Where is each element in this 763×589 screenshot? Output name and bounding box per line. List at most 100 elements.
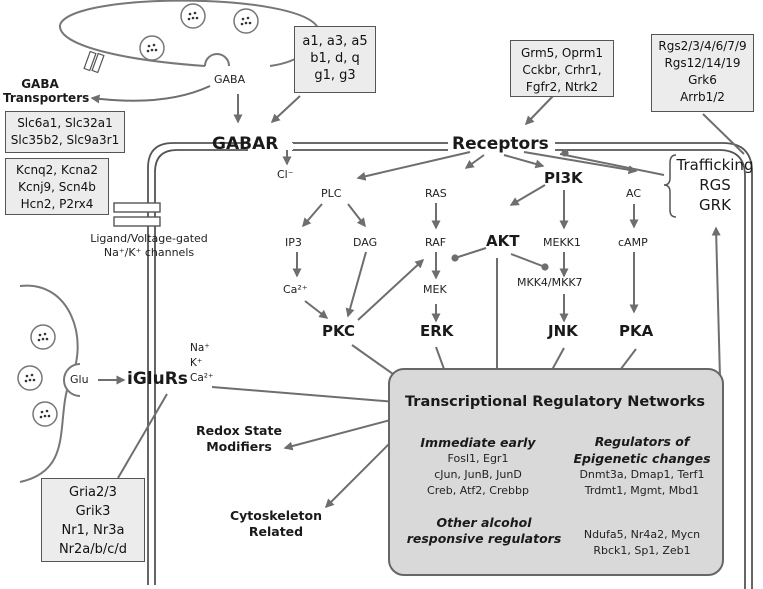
node-redox: Redox State Modifiers: [194, 423, 284, 455]
vesicle: [17, 365, 43, 391]
gene-line: Dnmt3a, Dmap1, Terf1: [579, 468, 705, 481]
box-line: a1, a3, a5: [302, 34, 368, 49]
transporter-channel: [83, 50, 97, 72]
group-title: Immediate early: [420, 435, 536, 450]
gene-line: Ndufa5, Nr4a2, Mycn: [583, 528, 701, 541]
arrow-ions-trn: [211, 386, 398, 406]
box-line: Grik3: [75, 504, 111, 519]
cell-membrane-inner: [154, 149, 746, 589]
box-line: Nr1, Nr3a: [61, 523, 125, 538]
box-line: Rgs2/3/4/6/7/9: [658, 39, 747, 53]
vesicle: [233, 8, 259, 34]
node-ac: AC: [626, 187, 642, 200]
node-plc: PLC: [321, 187, 342, 200]
arrow-pkc-raf: [357, 258, 425, 321]
node-gaba: GABA: [214, 73, 246, 86]
receptor-gene-box: Grm5, Oprm1 Cckbr, Crhr1, Fgfr2, Ntrk2: [510, 40, 614, 97]
group-other-regulators: Other alcohol responsive regulators: [400, 515, 568, 547]
node-glu: Glu: [70, 373, 89, 386]
box-line: Hcn2, P2rx4: [20, 197, 94, 211]
arrow-gaba-transporters: [90, 85, 211, 104]
node-receptors: Receptors: [452, 134, 549, 154]
box-line: Rgs12/14/19: [664, 56, 741, 70]
node-jnk: JNK: [548, 322, 578, 340]
gene-line: Trdmt1, Mgmt, Mbd1: [584, 484, 700, 497]
node-mek: MEK: [423, 283, 447, 296]
channel-gene-box: Kcnq2, Kcna2 Kcnj9, Scn4b Hcn2, P2rx4: [5, 158, 109, 215]
label-line: Na⁺/K⁺ channels: [103, 246, 195, 259]
label-line: Modifiers: [206, 439, 272, 454]
label-line: Na⁺: [190, 342, 210, 354]
node-iglurs: iGluRs: [127, 369, 188, 389]
inhibit-trafficking-receptors: [559, 153, 665, 176]
gene-line: cJun, JunB, JunD: [434, 468, 522, 481]
box-line: Slc35b2, Slc9a3r1: [10, 133, 120, 147]
inhibit-akt-mkk: [510, 253, 546, 268]
node-pi3k: PI3K: [544, 169, 583, 187]
glu-release-vesicle: [63, 363, 81, 397]
arrow-ca-pkc: [304, 300, 329, 319]
label-line: GABA: [21, 77, 59, 91]
box-line: Kcnj9, Scn4b: [18, 180, 96, 194]
label-line: Transporters: [3, 91, 90, 105]
node-raf: RAF: [425, 236, 447, 249]
gene-line: Rbck1, Sp1, Zeb1: [593, 544, 691, 557]
group-title: responsive regulators: [406, 531, 562, 546]
node-gaba-transporters: GABA Transporters: [3, 77, 90, 105]
arrow-receptors-pi3k: [503, 154, 545, 169]
release-vesicle: [204, 53, 230, 67]
inhibit-end: [451, 254, 459, 262]
node-gabar: GABAR: [212, 134, 279, 154]
node-pkc: PKC: [322, 322, 355, 340]
arrow-trn-trafficking: [711, 226, 721, 379]
label-line: Related: [248, 524, 304, 539]
box-line: Nr2a/b/c/d: [58, 542, 128, 557]
node-akt: AKT: [486, 232, 520, 250]
group-title: Other alcohol: [436, 515, 532, 530]
label-line: Redox State: [196, 423, 282, 438]
gene-line: Creb, Atf2, Crebbp: [427, 484, 529, 497]
label-line: Ligand/Voltage-gated: [90, 232, 208, 245]
transporter-gene-box: Slc6a1, Slc32a1 Slc35b2, Slc9a3r1: [5, 111, 125, 153]
node-mekk1: MEKK1: [543, 236, 581, 249]
arrow-dag-pkc: [345, 251, 367, 318]
arrow-plc-ip3: [302, 203, 323, 228]
box-line: Slc6a1, Slc32a1: [17, 116, 113, 130]
node-erk: ERK: [420, 322, 454, 340]
vesicle: [32, 401, 58, 427]
glutamate-receptor-gene-box: Gria2/3 Grik3 Nr1, Nr3a Nr2a/b/c/d: [41, 478, 145, 562]
rgs-gene-box: Rgs2/3/4/6/7/9 Rgs12/14/19 Grk6 Arrb1/2: [651, 34, 754, 112]
box-line: Fgfr2, Ntrk2: [525, 80, 599, 94]
box-line: b1, d, q: [310, 51, 360, 66]
arrow-genes-receptors: [524, 95, 554, 126]
line-iglurs-genes: [117, 393, 168, 479]
box-line: Cckbr, Crhr1,: [522, 63, 602, 77]
node-ras: RAS: [425, 187, 447, 200]
group-other-genes: Ndufa5, Nr4a2, Mycn Rbck1, Sp1, Zeb1: [563, 527, 721, 559]
inhibit-end: [561, 149, 569, 157]
inhibit-end: [541, 263, 549, 271]
arrow-pi3k-akt: [509, 184, 546, 206]
group-title: Regulators of: [594, 434, 690, 449]
box-line: Kcnq2, Kcna2: [15, 163, 98, 177]
group-epigenetic: Regulators of Epigenetic changes Dnmt3a,…: [563, 434, 721, 499]
node-mkk47: MKK4/MKK7: [517, 276, 583, 289]
inhibit-akt-raf: [454, 247, 487, 259]
vesicle: [180, 3, 206, 29]
node-cytoskeleton: Cytoskeleton Related: [226, 508, 326, 540]
cell-membrane-outer: [147, 142, 753, 589]
node-dag: DAG: [353, 236, 378, 249]
gene-line: Fosl1, Egr1: [447, 452, 509, 465]
ion-channel: [113, 202, 161, 213]
node-trafficking: Trafficking RGS GRK: [675, 155, 755, 215]
ion-channel: [113, 216, 161, 227]
arrow-plc-dag: [347, 203, 366, 228]
label-line: GRK: [699, 196, 731, 214]
box-line: Grk6: [688, 73, 717, 87]
transcriptional-regulatory-region: [388, 368, 724, 576]
label-line: Ca²⁺: [190, 372, 214, 384]
node-ions: Na⁺ K⁺ Ca²⁺: [190, 341, 214, 386]
node-ip3: IP3: [285, 236, 302, 249]
box-line: Arrb1/2: [680, 90, 725, 104]
